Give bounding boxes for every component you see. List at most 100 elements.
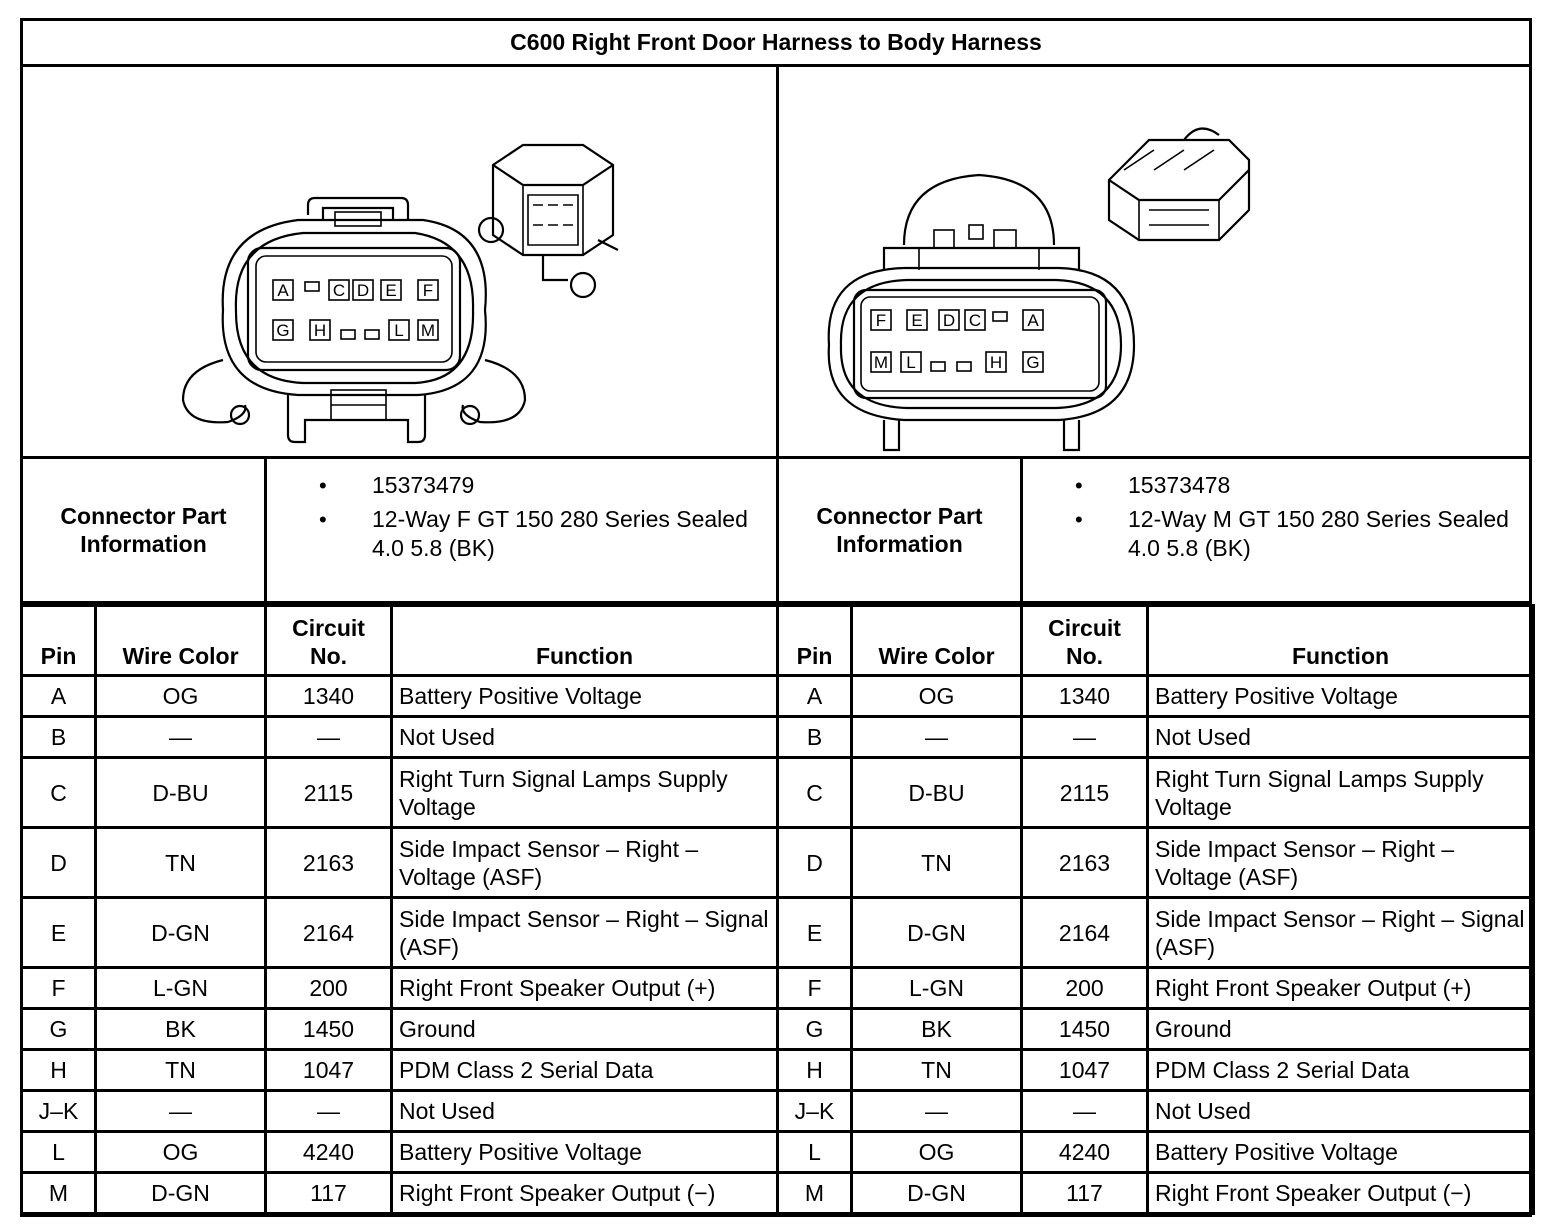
cell-function: Not Used <box>1146 715 1535 759</box>
cell-color: TN <box>94 1048 267 1092</box>
cell-function: Battery Positive Voltage <box>390 674 779 718</box>
cell-pin: H <box>20 1048 97 1092</box>
cell-color: L-GN <box>94 966 267 1010</box>
column-header: Circuit No. <box>264 604 393 677</box>
left-pin-labels: A C D E F G H L M <box>272 279 439 341</box>
cell-pin: A <box>20 674 97 718</box>
cell-function: Battery Positive Voltage <box>390 1130 779 1174</box>
cell-pin: B <box>776 715 853 759</box>
column-header: Function <box>1146 604 1535 677</box>
cell-pin: F <box>20 966 97 1010</box>
cell-circuit: — <box>264 715 393 759</box>
cell-function: Not Used <box>390 715 779 759</box>
cell-function: Side Impact Sensor – Right – Voltage (AS… <box>1146 826 1535 899</box>
cell-color: — <box>94 715 267 759</box>
cell-color: OG <box>94 1130 267 1174</box>
cell-color: D-GN <box>94 1171 267 1215</box>
cell-color: BK <box>94 1007 267 1051</box>
cell-circuit: 4240 <box>264 1130 393 1174</box>
cell-circuit: 1450 <box>1020 1007 1149 1051</box>
column-header: Circuit No. <box>1020 604 1149 677</box>
column-header: Function <box>390 604 779 677</box>
cell-pin: G <box>776 1007 853 1051</box>
cell-color: TN <box>850 1048 1023 1092</box>
right-info-label: Connector Part Information <box>816 503 983 557</box>
left-isometric-icon <box>477 143 619 299</box>
column-header: Pin <box>20 604 97 677</box>
cell-color: OG <box>850 674 1023 718</box>
cell-pin: D <box>776 826 853 899</box>
pin-label: E <box>911 311 922 330</box>
cell-circuit: — <box>264 1089 393 1133</box>
drawing-divider <box>23 456 1529 459</box>
cell-function: Right Front Speaker Output (+) <box>390 966 779 1010</box>
cell-color: L-GN <box>850 966 1023 1010</box>
cell-pin: L <box>776 1130 853 1174</box>
cell-function: PDM Class 2 Serial Data <box>1146 1048 1535 1092</box>
cell-function: Ground <box>390 1007 779 1051</box>
pin-label: F <box>876 311 886 330</box>
right-isometric-icon <box>1107 127 1251 242</box>
cell-function: Ground <box>1146 1007 1535 1051</box>
cell-circuit: 2115 <box>264 756 393 829</box>
cell-pin: C <box>20 756 97 829</box>
table-row: B——Not Used <box>20 715 779 759</box>
cell-function: Battery Positive Voltage <box>1146 674 1535 718</box>
pin-label: C <box>333 281 345 300</box>
pin-label: E <box>385 281 396 300</box>
cell-circuit: 117 <box>264 1171 393 1215</box>
cell-circuit: 1450 <box>264 1007 393 1051</box>
cell-function: Not Used <box>390 1089 779 1133</box>
pin-label: G <box>1026 353 1039 372</box>
cell-function: Side Impact Sensor – Right – Voltage (AS… <box>390 826 779 899</box>
cell-function: Right Turn Signal Lamps Supply Voltage <box>390 756 779 829</box>
cell-color: D-BU <box>850 756 1023 829</box>
cell-circuit: 1047 <box>1020 1048 1149 1092</box>
right-info-divider <box>1020 459 1023 604</box>
column-header: Wire Color <box>850 604 1023 677</box>
pin-label: F <box>423 281 433 300</box>
cell-circuit: 1340 <box>1020 674 1149 718</box>
cell-function: Right Front Speaker Output (−) <box>1146 1171 1535 1215</box>
cell-color: — <box>94 1089 267 1133</box>
info-divider <box>23 601 1529 604</box>
table-row: B——Not Used <box>776 715 1535 759</box>
pin-label: L <box>906 353 915 372</box>
cell-pin: L <box>20 1130 97 1174</box>
pin-label: L <box>394 321 403 340</box>
cell-color: BK <box>850 1007 1023 1051</box>
cell-color: OG <box>94 674 267 718</box>
cell-circuit: 200 <box>1020 966 1149 1010</box>
table-row: J–K——Not Used <box>20 1089 779 1133</box>
cell-circuit: — <box>1020 715 1149 759</box>
cell-circuit: 2163 <box>1020 826 1149 899</box>
pin-label: D <box>943 311 955 330</box>
cell-circuit: 200 <box>264 966 393 1010</box>
left-connector-drawing: A C D E F G H L M <box>23 70 776 458</box>
cell-function: Side Impact Sensor – Right – Signal (ASF… <box>1146 896 1535 969</box>
cell-function: Right Front Speaker Output (+) <box>1146 966 1535 1010</box>
right-info-item: 12-Way M GT 150 280 Series Sealed 4.0 5.… <box>1023 505 1523 563</box>
cell-pin: M <box>20 1171 97 1215</box>
cell-color: D-BU <box>94 756 267 829</box>
pin-label: H <box>990 353 1002 372</box>
cell-pin: E <box>776 896 853 969</box>
cell-pin: J–K <box>776 1089 853 1133</box>
left-info-label: Connector Part Information <box>60 503 227 557</box>
left-info-item: 12-Way F GT 150 280 Series Sealed 4.0 5.… <box>267 505 767 563</box>
page-title: C600 Right Front Door Harness to Body Ha… <box>23 21 1529 67</box>
cell-function: Right Front Speaker Output (−) <box>390 1171 779 1215</box>
cell-color: — <box>850 1089 1023 1133</box>
